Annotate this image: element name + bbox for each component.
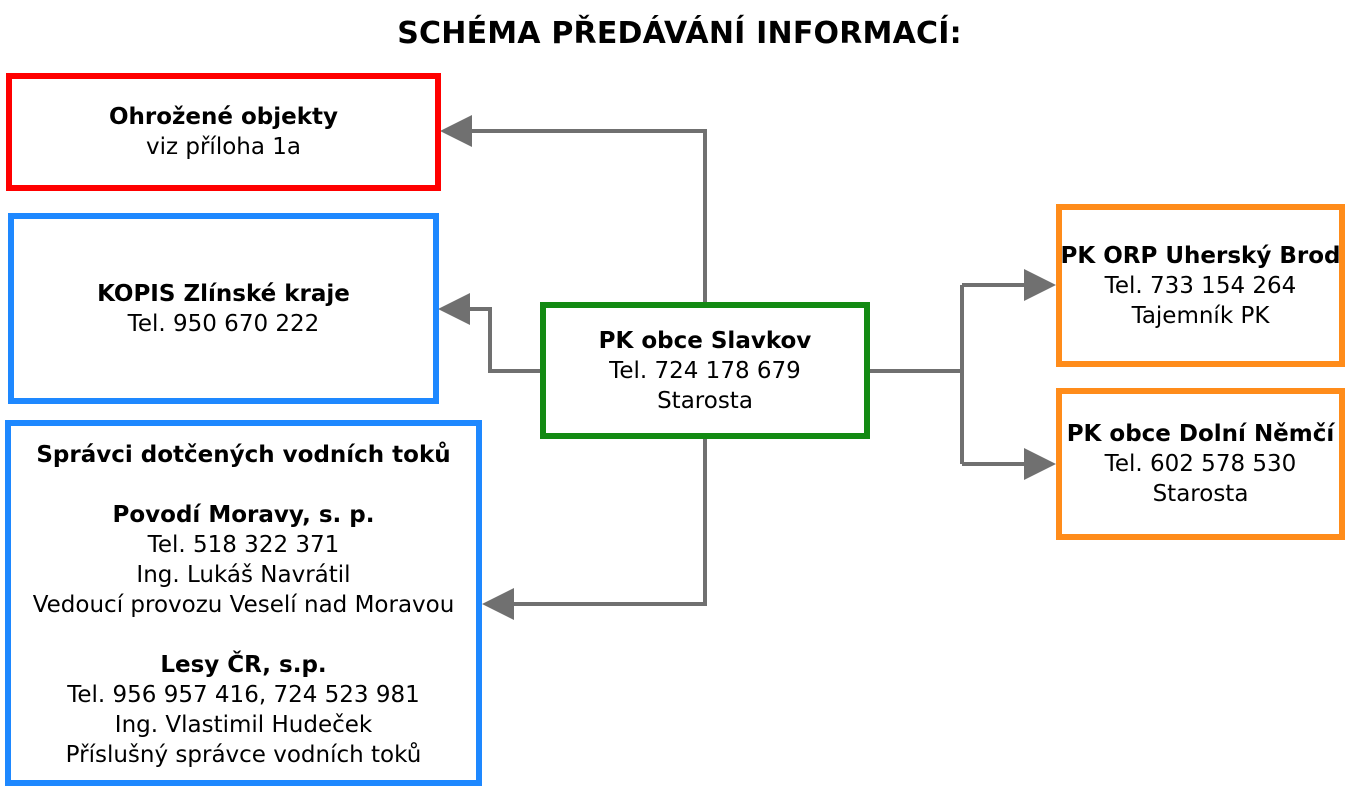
center-heading: PK obce Slavkov: [598, 327, 812, 354]
kopis-box: KOPIS Zlínské kraje Tel. 950 670 222: [8, 213, 439, 404]
orp-role: Tajemník PK: [1131, 302, 1270, 329]
lesy-phone: Tel. 956 957 416, 724 523 981: [67, 682, 420, 708]
povodi-person: Ing. Lukáš Navrátil: [136, 562, 351, 588]
povodi-phone: Tel. 518 322 371: [147, 532, 340, 558]
povodi-role: Vedoucí provozu Veselí nad Moravou: [32, 592, 455, 618]
spravci-heading: Správci dotčených vodních toků: [36, 442, 451, 468]
dolni-phone: Tel. 602 578 530: [1104, 451, 1297, 477]
kopis-heading: KOPIS Zlínské kraje: [97, 280, 350, 307]
center-pk-slavkov-box: PK obce Slavkov Tel. 724 178 679 Starost…: [540, 302, 870, 439]
lesy-name: Lesy ČR, s.p.: [160, 652, 327, 678]
diagram-title: SCHÉMA PŘEDÁVÁNÍ INFORMACÍ:: [397, 16, 962, 51]
dolni-nemci-box: PK obce Dolní Němčí Tel. 602 578 530 Sta…: [1056, 388, 1345, 540]
connector-right-trunk: [870, 285, 964, 464]
arrow-to-kopis: [438, 293, 542, 373]
arrow-to-ohrozene: [440, 115, 707, 302]
center-role: Starosta: [657, 387, 753, 414]
dolni-heading: PK obce Dolní Němčí: [1066, 421, 1335, 447]
center-phone: Tel. 724 178 679: [609, 357, 801, 384]
arrow-to-spravci: [482, 439, 707, 620]
dolni-role: Starosta: [1152, 481, 1249, 507]
orp-phone: Tel. 733 154 264: [1104, 272, 1297, 299]
orp-heading: PK ORP Uherský Brod: [1060, 242, 1341, 269]
lesy-role: Příslušný správce vodních toků: [65, 742, 422, 768]
kopis-phone: Tel. 950 670 222: [127, 310, 320, 337]
spravci-box: Správci dotčených vodních toků Povodí Mo…: [5, 420, 482, 786]
lesy-person: Ing. Vlastimil Hudeček: [114, 712, 373, 738]
orp-uhersky-brod-box: PK ORP Uherský Brod Tel. 733 154 264 Taj…: [1056, 204, 1345, 367]
povodi-name: Povodí Moravy, s. p.: [112, 502, 375, 528]
ohrozene-objekty-box: Ohrožené objekty viz příloha 1a: [6, 73, 441, 191]
ohrozene-heading: Ohrožené objekty: [108, 104, 339, 130]
ohrozene-reference: viz příloha 1a: [145, 134, 301, 160]
